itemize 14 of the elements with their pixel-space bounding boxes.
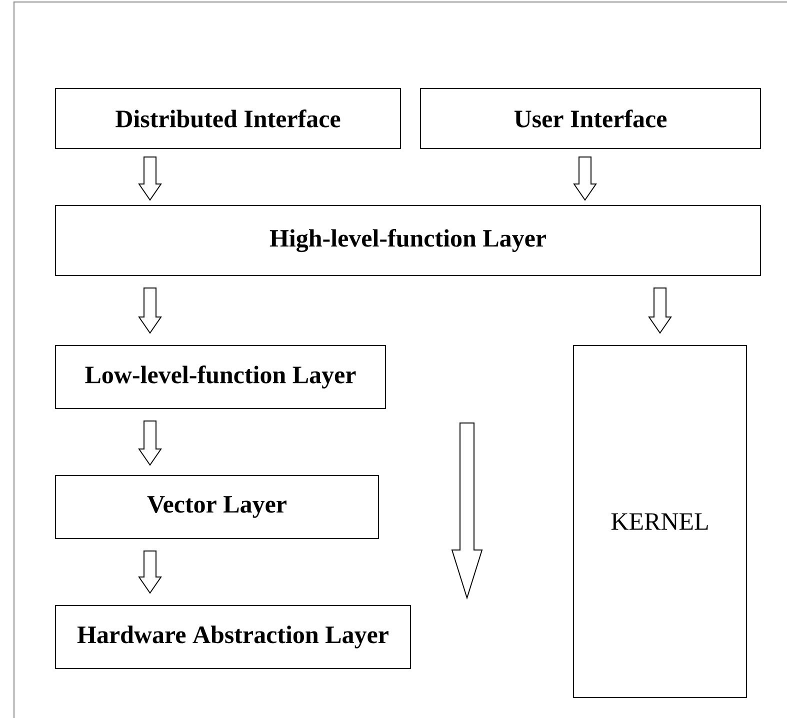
block-arrow <box>573 156 597 201</box>
layer-box: Hardware Abstraction Layer <box>55 605 411 669</box>
layer-box: High-level-function Layer <box>55 205 761 276</box>
block-arrow <box>648 288 672 334</box>
layer-box: Vector Layer <box>55 475 379 539</box>
layer-box: Low-level-function Layer <box>55 345 386 409</box>
block-arrow <box>451 422 483 600</box>
block-arrow <box>138 550 162 594</box>
block-arrow <box>138 288 162 334</box>
layer-box: User Interface <box>420 88 761 149</box>
layer-box: Distributed Interface <box>55 88 401 149</box>
kernel-box: KERNEL <box>573 345 747 698</box>
block-arrow <box>138 420 162 466</box>
block-arrow <box>138 156 162 201</box>
